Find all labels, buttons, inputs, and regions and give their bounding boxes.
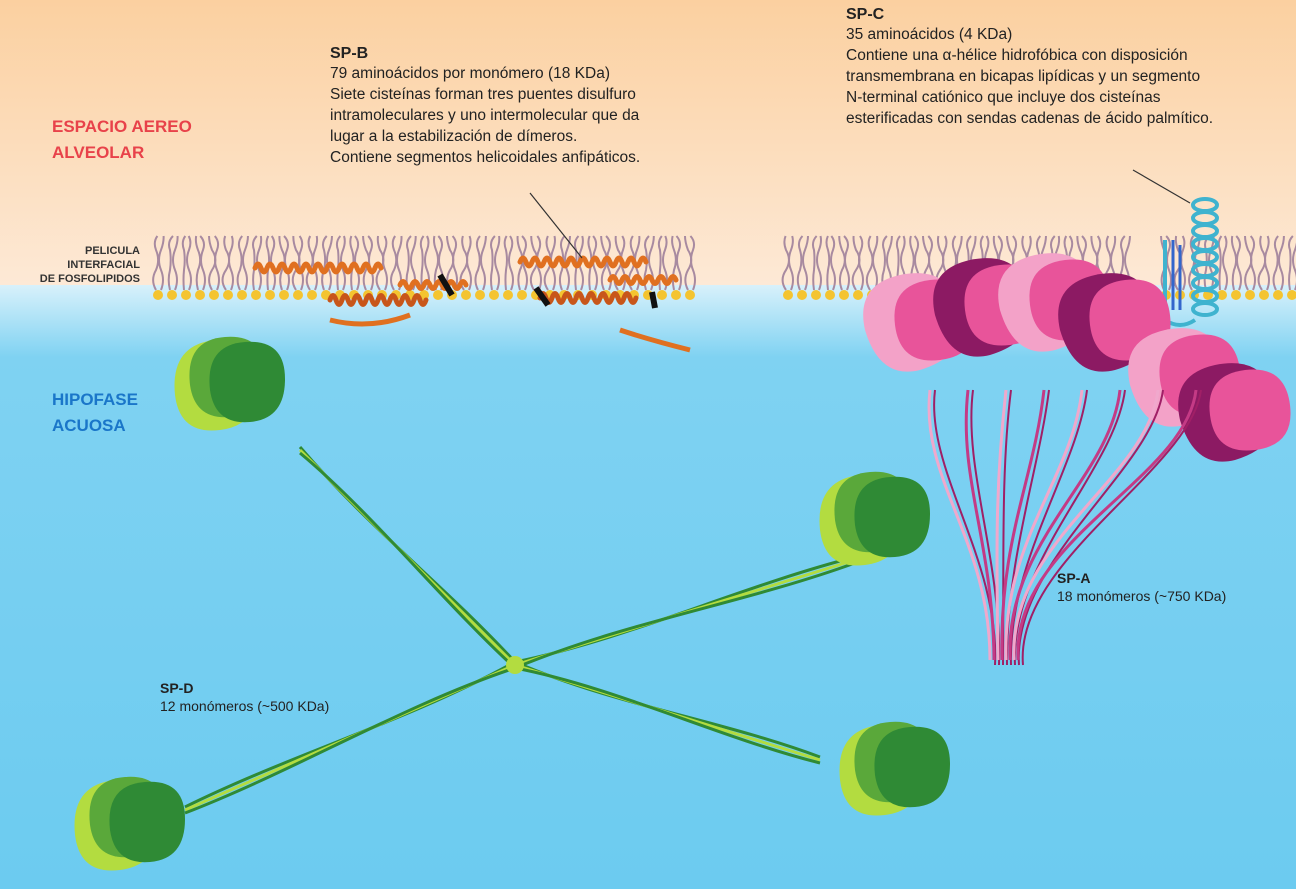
- sp-c-desc-line: N-terminal catiónico que incluye dos cis…: [846, 87, 1213, 108]
- aqueous-hypophase-label: HIPOFASE ACUOSA: [52, 387, 138, 439]
- sp-b-desc-line: Siete cisteínas forman tres puentes disu…: [330, 84, 640, 105]
- lipid-head: [797, 290, 807, 300]
- lipid-head: [153, 290, 163, 300]
- sp-c-desc-line: esterificadas con sendas cadenas de ácid…: [846, 108, 1213, 129]
- disulfide-bridge: [652, 292, 655, 308]
- lipid-head: [265, 290, 275, 300]
- lipid-head: [475, 290, 485, 300]
- sp-b-desc-line: 79 aminoácidos por monómero (18 KDa): [330, 63, 640, 84]
- hypophase-label-line: ACUOSA: [52, 413, 138, 439]
- sp-d-carbohydrate-domain: [874, 727, 950, 807]
- sp-d-n-terminal-hub: [506, 656, 524, 674]
- lipid-head: [223, 290, 233, 300]
- sp-b-desc-line: intramoleculares y uno intermolecular qu…: [330, 105, 640, 126]
- sp-a-desc-line: 18 monómeros (~750 KDa): [1057, 586, 1226, 607]
- sp-d-annotation: SP-D 12 monómeros (~500 KDa): [160, 680, 329, 717]
- lipid-head: [209, 290, 219, 300]
- sp-b-desc-line: lugar a la estabilización de dímeros.: [330, 126, 640, 147]
- air-space-label-line: ALVEOLAR: [52, 140, 192, 166]
- lipid-head: [461, 290, 471, 300]
- lipid-head: [685, 290, 695, 300]
- sp-a-title: SP-A: [1057, 570, 1226, 586]
- lipid-head: [433, 290, 443, 300]
- lipid-head: [1259, 290, 1269, 300]
- lipid-head: [811, 290, 821, 300]
- lipid-head: [1231, 290, 1241, 300]
- sp-b-title: SP-B: [330, 45, 640, 63]
- sp-d-carbohydrate-domain: [209, 342, 285, 422]
- lipid-head: [517, 290, 527, 300]
- lipid-head: [657, 290, 667, 300]
- lipid-head: [167, 290, 177, 300]
- sp-c-desc-line: 35 aminoácidos (4 KDa): [846, 24, 1213, 45]
- sp-c-desc-line: transmembrana en bicapas lipídicas y un …: [846, 66, 1213, 87]
- lipid-head: [671, 290, 681, 300]
- film-label-line: DE FOSFOLIPIDOS: [40, 272, 140, 286]
- air-space-label-line: ESPACIO AEREO: [52, 114, 192, 140]
- lipid-head: [251, 290, 261, 300]
- lipid-head: [489, 290, 499, 300]
- sp-b-annotation: SP-B 79 aminoácidos por monómero (18 KDa…: [330, 45, 640, 168]
- lipid-head: [825, 290, 835, 300]
- lipid-head: [293, 290, 303, 300]
- lipid-head: [853, 290, 863, 300]
- film-label-line: INTERFACIAL: [40, 258, 140, 272]
- lipid-head: [839, 290, 849, 300]
- sp-c-annotation: SP-C 35 aminoácidos (4 KDa) Contiene una…: [846, 6, 1213, 129]
- lipid-head: [1245, 290, 1255, 300]
- sp-d-title: SP-D: [160, 680, 329, 696]
- sp-d-carbohydrate-domain: [109, 782, 185, 862]
- lipid-head: [783, 290, 793, 300]
- sp-c-desc-line: Contiene una α-hélice hidrofóbica con di…: [846, 45, 1213, 66]
- phospholipid-film-label: PELICULA INTERFACIAL DE FOSFOLIPIDOS: [40, 244, 140, 286]
- lipid-head: [181, 290, 191, 300]
- sp-d-carbohydrate-domain: [854, 477, 930, 557]
- sp-a-annotation: SP-A 18 monómeros (~750 KDa): [1057, 570, 1226, 607]
- lipid-head: [1273, 290, 1283, 300]
- lipid-head: [279, 290, 289, 300]
- sp-c-title: SP-C: [846, 6, 1213, 24]
- sp-d-desc-line: 12 monómeros (~500 KDa): [160, 696, 329, 717]
- sp-b-desc-line: Contiene segmentos helicoidales anfipáti…: [330, 147, 640, 168]
- film-label-line: PELICULA: [40, 244, 140, 258]
- lipid-head: [307, 290, 317, 300]
- hypophase-label-line: HIPOFASE: [52, 387, 138, 413]
- air-space-label: ESPACIO AEREO ALVEOLAR: [52, 114, 192, 166]
- lipid-head: [195, 290, 205, 300]
- lipid-head: [503, 290, 513, 300]
- sp-a-globular-head: [1209, 369, 1290, 450]
- lipid-head: [237, 290, 247, 300]
